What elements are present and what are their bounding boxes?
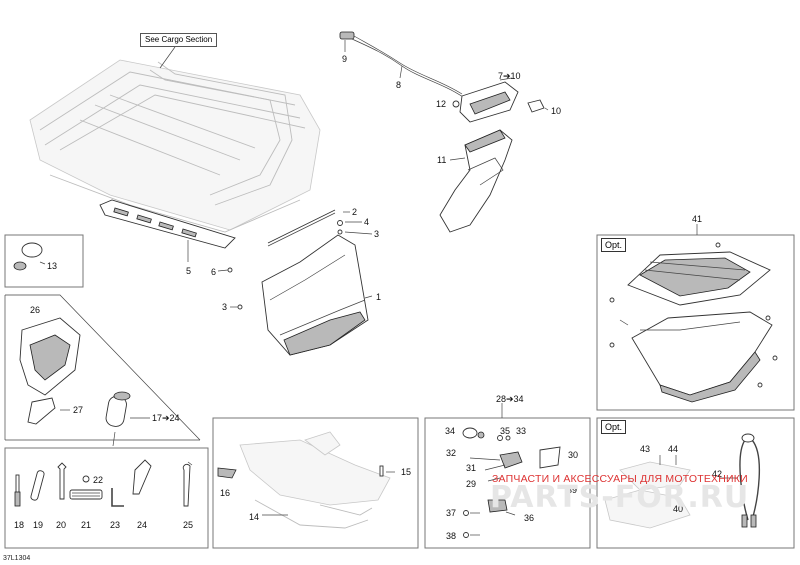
part-label-44: 44 — [668, 444, 679, 454]
part-label-19: 19 — [33, 520, 44, 530]
watermark-subtitle: ЗАПЧАСТИ И АКСЕССУАРЫ ДЛЯ МОТОТЕХНИКИ — [492, 473, 748, 485]
part-label-20: 20 — [56, 520, 67, 530]
fastener-strip — [217, 209, 373, 273]
part-label-33: 33 — [516, 426, 527, 436]
part-label-26: 26 — [30, 305, 41, 315]
part-label-21: 21 — [81, 520, 92, 530]
part-label-36: 36 — [524, 513, 535, 523]
part-label-16: 16 — [220, 488, 231, 498]
part-label-6: 6 — [211, 267, 217, 277]
part-label-37: 37 — [446, 508, 457, 518]
part-label-40: 40 — [673, 504, 684, 514]
mud-flap-part — [99, 199, 236, 262]
tool-pieces — [4, 447, 209, 549]
part-label-34: 34 — [445, 426, 456, 436]
drawing-code: 37L1304 — [3, 555, 31, 562]
part-label-27: 27 — [73, 405, 84, 415]
part-label-15: 15 — [401, 467, 412, 477]
reflector-part — [4, 234, 84, 288]
part-label-38: 38 — [446, 531, 457, 541]
part-label-22: 22 — [93, 475, 104, 485]
part-label-43: 43 — [640, 444, 651, 454]
part-label-1: 1 — [376, 292, 382, 302]
strap-kit-group — [596, 417, 795, 549]
part-label-4: 4 — [364, 217, 370, 227]
part-label-2: 2 — [352, 207, 358, 217]
part-label-30: 30 — [568, 450, 579, 460]
part-label-29: 29 — [466, 479, 477, 489]
tail-light-assembly — [339, 31, 549, 233]
opt-label-straps: Opt. — [601, 420, 627, 434]
part-label-3b: 3 — [222, 302, 228, 312]
watermark-brand: PARTS-FOR.RU — [490, 480, 750, 515]
part-label-7: 7➔10 — [498, 71, 521, 81]
part-label-17-24: 17➔24 — [152, 413, 180, 423]
part-label-32: 32 — [446, 448, 457, 458]
part-label-11: 11 — [437, 155, 447, 165]
part-label-28-34: 28➔34 — [496, 394, 524, 404]
part-label-9: 9 — [342, 54, 348, 64]
decals-group — [212, 417, 419, 549]
luggage-box-group — [596, 224, 795, 411]
tool-kit-group — [4, 294, 201, 447]
part-label-5: 5 — [186, 266, 192, 276]
part-label-10: 10 — [551, 106, 562, 116]
part-label-41: 41 — [692, 214, 703, 224]
part-label-3a: 3 — [374, 229, 380, 239]
part-label-39: 39 — [567, 485, 578, 495]
rear-lower-cover-part — [230, 234, 373, 356]
part-label-12: 12 — [436, 99, 447, 109]
part-label-42: 42 — [712, 469, 723, 479]
part-label-13: 13 — [47, 261, 58, 271]
part-label-8: 8 — [396, 80, 402, 90]
part-label-35: 35 — [500, 426, 511, 436]
see-cargo-section-callout: See Cargo Section — [140, 33, 218, 47]
part-label-24: 24 — [137, 520, 148, 530]
part-label-18: 18 — [14, 520, 25, 530]
hardware-kit-group — [424, 403, 591, 549]
part-label-25: 25 — [183, 520, 194, 530]
cargo-rack-reference — [29, 46, 321, 233]
part-label-14: 14 — [249, 512, 260, 522]
part-label-23: 23 — [110, 520, 121, 530]
opt-label-luggage: Opt. — [601, 238, 627, 252]
part-label-31: 31 — [466, 463, 477, 473]
